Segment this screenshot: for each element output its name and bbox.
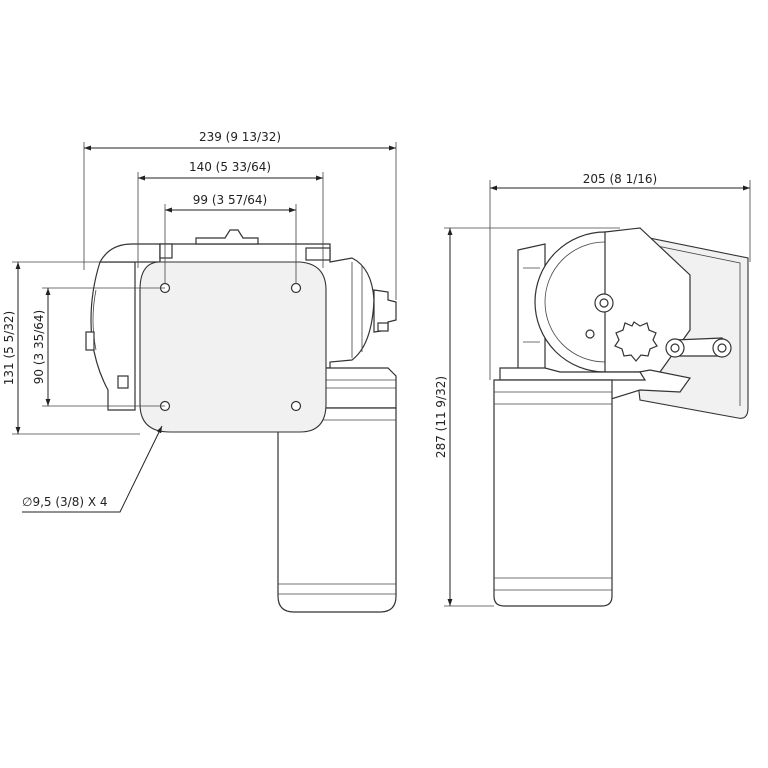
dim-text-205: 205 (8 1/16) <box>583 172 657 186</box>
gypsy-star <box>614 321 658 362</box>
dim-text-90: 90 (3 35/64) <box>32 310 46 384</box>
motor-cylinder <box>277 407 397 613</box>
rear-plug <box>85 331 95 351</box>
dim-text-131: 131 (5 5/32) <box>2 311 16 385</box>
dim-text-239: 239 (9 13/32) <box>199 130 281 144</box>
dim-text-287: 287 (11 9/32) <box>434 376 448 458</box>
hole-callout-text: ∅9,5 (3/8) X 4 <box>22 495 108 509</box>
dimension-lines <box>12 142 751 607</box>
hole-top-right <box>290 282 302 294</box>
side-view <box>493 227 749 607</box>
dim-text-140: 140 (5 33/64) <box>189 160 271 174</box>
dim-text-99: 99 (3 57/64) <box>193 193 267 207</box>
hole-bottom-right <box>290 400 302 412</box>
front-view <box>85 229 397 613</box>
mounting-plate <box>139 261 327 433</box>
hole-leader <box>22 425 163 513</box>
side-motor-cylinder <box>493 379 613 607</box>
